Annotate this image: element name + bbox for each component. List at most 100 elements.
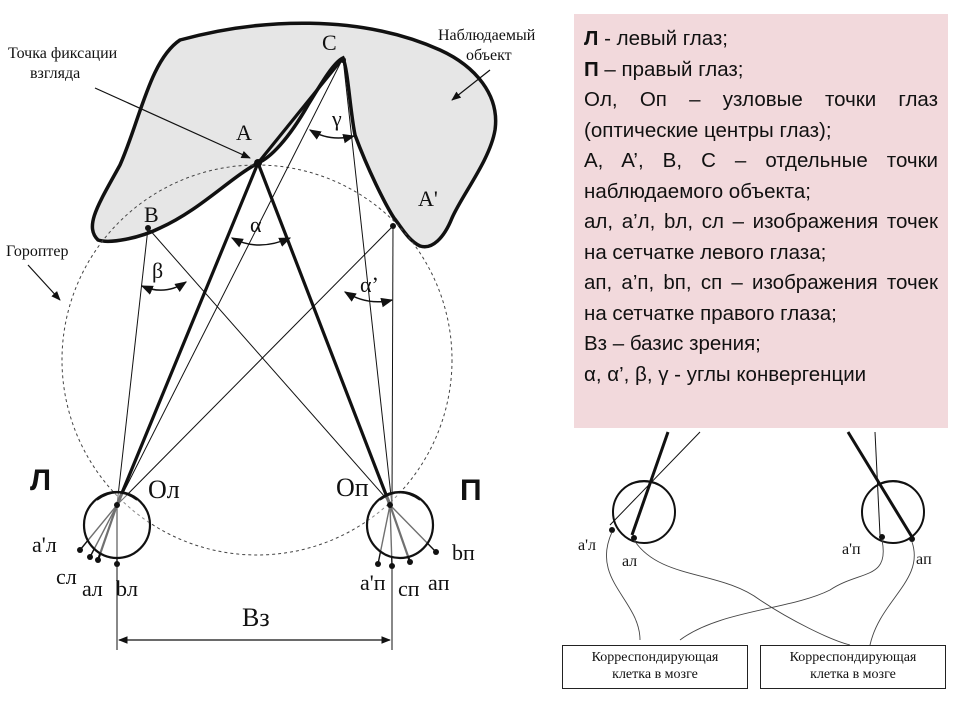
legend-left-eye-text: - левый глаз;	[598, 27, 728, 50]
legend-panel: Л - левый глаз; П – правый глаз; Oл, Oп …	[574, 14, 948, 428]
inset-dot-right-2	[909, 536, 915, 542]
point-B-dot	[145, 225, 151, 231]
object-pointer	[451, 69, 491, 101]
right-eye-label: П	[460, 474, 482, 507]
ray-B-right	[147, 227, 393, 506]
legend-row-right-retina: aп, a’п, bп, cп – изображения точек на с…	[584, 271, 938, 325]
retina-a-prime-right-label: a'п	[360, 570, 386, 595]
nerve-fiber-4	[869, 541, 915, 646]
retina-ray-left-1	[96, 504, 119, 561]
brain-cell-right-line1: Корреспондирующая	[789, 650, 917, 665]
retina-b-right-label: bп	[452, 540, 475, 565]
node-left-dot	[114, 502, 120, 508]
point-A-label: A	[236, 120, 252, 145]
retina-dot-right-3	[407, 559, 413, 565]
arc-alpha	[230, 237, 292, 248]
inset-dot-left-2	[631, 535, 637, 541]
angle-alpha-prime-label: α’	[360, 272, 379, 297]
right-eye-circle	[365, 490, 435, 560]
retina-ray-right-1	[388, 504, 412, 563]
inset-left-thin-ray	[609, 431, 701, 526]
retina-ray-right-3	[389, 504, 437, 553]
ray-A-right	[256, 162, 392, 506]
point-C-dot	[340, 57, 346, 63]
retina-b-left-label: bл	[116, 576, 138, 601]
point-Aprime-label: A'	[418, 186, 438, 211]
retina-dot-left-1	[77, 547, 83, 553]
nerve-fiber-3	[679, 539, 884, 641]
angle-beta-label: β	[152, 258, 163, 283]
legend-row-nodes: Oл, Oп – узловые точки глаз (оптические …	[584, 88, 938, 142]
brain-cell-left-line1: Корреспондирующая	[591, 650, 719, 665]
inset-a-left-label: aл	[622, 553, 637, 570]
brain-cell-left-line2: клетка в мозге	[612, 667, 698, 682]
legend-left-eye-key: Л	[584, 27, 599, 50]
inset-dot-right-1	[879, 534, 885, 540]
fixation-label-line1: Точка фиксации	[8, 45, 118, 62]
angle-alpha-label: α	[250, 212, 262, 237]
right-eye-lens	[379, 491, 421, 501]
node-right-dot	[387, 502, 393, 508]
inset-a-prime-right-label: a'п	[842, 541, 861, 558]
legend-right-eye-text: – правый глаз;	[598, 57, 744, 81]
point-A-dot	[254, 159, 262, 167]
retina-c-left-label: cл	[56, 564, 77, 589]
legend-row-left-eye: Л - левый глаз;	[584, 24, 938, 55]
point-C-label: C	[322, 30, 337, 55]
fixation-label-line2: взгляда	[30, 65, 80, 82]
retina-ray-left-3	[79, 504, 118, 551]
legend-row-left-retina: aл, a’л, bл, cл – изображения точек на с…	[584, 210, 938, 264]
brain-cell-box-right: Корреспондирующая клетка в мозге	[760, 645, 946, 689]
horopter-pointer	[27, 264, 61, 301]
left-eye-circle	[82, 490, 152, 560]
ray-C-left	[256, 56, 345, 165]
retina-a-prime-left-label: a'л	[32, 532, 57, 557]
point-Aprime-dot	[390, 223, 396, 229]
inset-left-eye-lens	[623, 480, 665, 489]
left-eye-label: Л	[30, 464, 51, 497]
observed-object-shape	[90, 21, 498, 249]
arc-beta	[140, 281, 187, 295]
left-eye-lens	[96, 491, 138, 501]
legend-right-eye-key: П	[584, 57, 599, 81]
brain-cell-box-left: Корреспондирующая клетка в мозге	[562, 645, 748, 689]
inset-a-right-label: aп	[916, 551, 932, 568]
horopter-label: Гороптер	[6, 243, 69, 260]
legend-row-points: A, A’, B, C – отдельные точки наблюдаемо…	[584, 149, 938, 203]
arc-gamma	[308, 129, 356, 144]
ray-Aprime-left	[116, 225, 394, 506]
fixation-pointer	[94, 87, 251, 159]
node-left-label: Oл	[148, 475, 180, 504]
arc-alpha-prime	[343, 291, 394, 308]
inset-a-prime-left-label: a'л	[578, 537, 596, 554]
ray-A-left	[115, 162, 260, 506]
inset-right-eye-circle	[861, 480, 925, 544]
object-label-line2: объект	[466, 47, 512, 64]
ray-C-left-thin	[116, 57, 344, 506]
retina-a-right-label: aп	[428, 570, 450, 595]
retina-ray-right-4	[377, 504, 391, 565]
brain-cell-right-line2: клетка в мозге	[810, 667, 896, 682]
ray-Aprime-right	[391, 225, 394, 506]
retina-dot-right-4	[433, 549, 439, 555]
angle-gamma-label: γ	[331, 106, 342, 131]
nerve-fiber-2	[633, 539, 851, 646]
retina-ray-right-2	[389, 504, 393, 567]
inset-right-eye-lens	[872, 480, 914, 489]
inset-dot-left-1	[609, 527, 615, 533]
legend-row-right-eye: П – правый глаз;	[584, 55, 938, 86]
retina-dot-left-3	[95, 557, 101, 563]
object-label-line1: Наблюдаемый	[438, 27, 536, 44]
basis-label: Bз	[242, 603, 270, 632]
retina-a-left-label: aл	[82, 576, 103, 601]
point-B-label: B	[144, 202, 159, 227]
retina-c-right-label: cп	[398, 576, 420, 601]
inset-right-thin-ray	[874, 431, 881, 536]
node-right-label: Oп	[336, 473, 369, 502]
legend-row-angles: α, α’, β, γ - углы конвергенции	[584, 362, 867, 386]
nerve-fiber-1	[606, 531, 641, 641]
ray-B-left	[116, 227, 149, 506]
legend-row-basis: Bз – базис зрения;	[584, 332, 761, 355]
retina-dot-right-1	[375, 561, 381, 567]
